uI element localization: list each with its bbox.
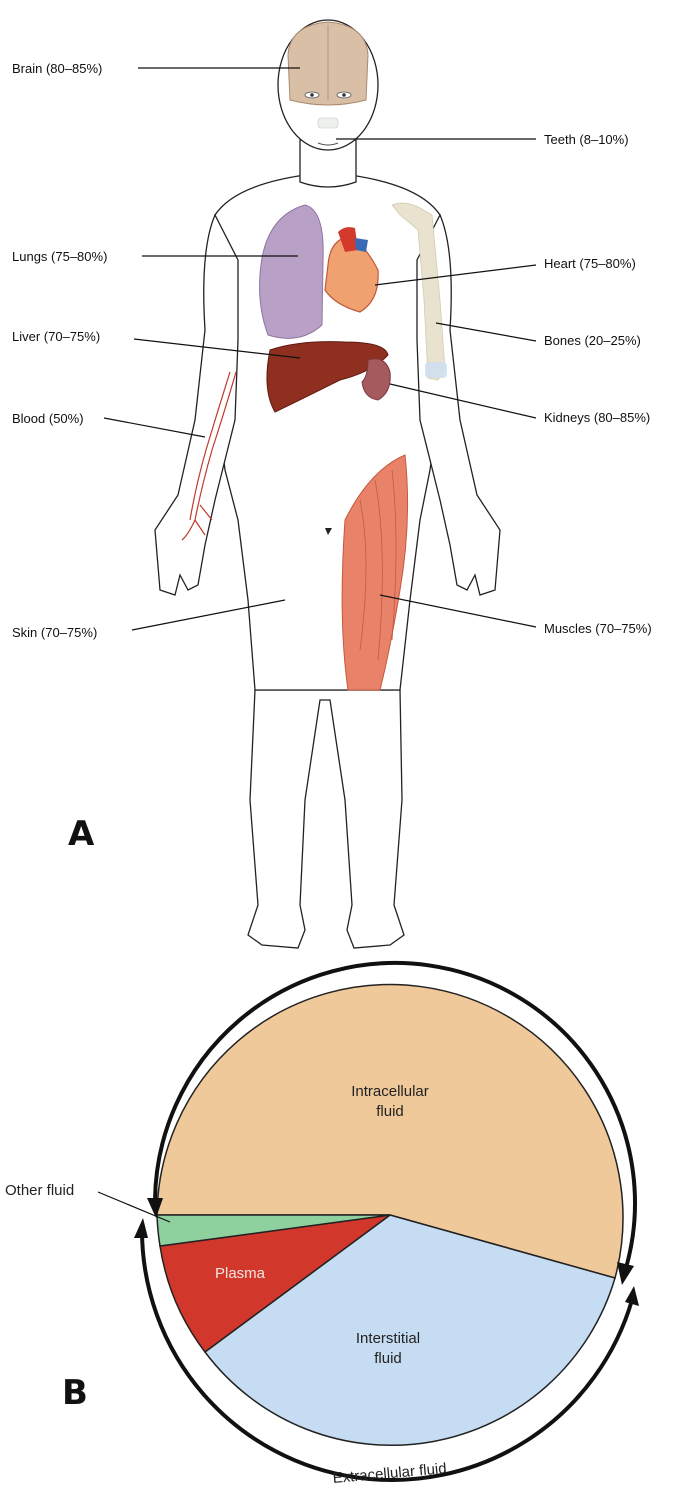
label-intracellular-2: fluid xyxy=(376,1103,404,1120)
label-extracellular: Extracellular fluid xyxy=(332,1460,447,1487)
label-lungs: Lungs (75–80%) xyxy=(12,249,107,264)
label-heart: Heart (75–80%) xyxy=(544,256,636,271)
label-skin-group: Skin (70–75%) xyxy=(12,600,285,640)
panel-a-letter: A xyxy=(68,814,95,854)
label-teeth: Teeth (8–10%) xyxy=(544,132,629,147)
label-muscles-group: Muscles (70–75%) xyxy=(380,595,652,636)
label-interstitial-2: fluid xyxy=(374,1350,402,1367)
body-illustration xyxy=(155,20,500,948)
label-interstitial-1: Interstitial xyxy=(356,1330,420,1347)
label-bones: Bones (20–25%) xyxy=(544,333,641,348)
teeth-organ xyxy=(318,118,338,128)
label-muscles: Muscles (70–75%) xyxy=(544,621,652,636)
label-teeth-group: Teeth (8–10%) xyxy=(336,132,629,147)
label-blood-group: Blood (50%) xyxy=(12,411,205,437)
panel-b-letter: B xyxy=(62,1373,88,1413)
label-other-fluid: Other fluid xyxy=(5,1182,74,1199)
label-blood: Blood (50%) xyxy=(12,411,84,426)
label-brain: Brain (80–85%) xyxy=(12,61,102,76)
label-skin: Skin (70–75%) xyxy=(12,625,97,640)
label-brain-group: Brain (80–85%) xyxy=(12,61,300,76)
label-liver: Liver (70–75%) xyxy=(12,329,100,344)
fluid-pie xyxy=(157,985,623,1446)
label-plasma: Plasma xyxy=(215,1265,266,1282)
label-kidneys: Kidneys (80–85%) xyxy=(544,410,650,425)
label-intracellular-1: Intracellular xyxy=(351,1083,429,1100)
label-bones-group: Bones (20–25%) xyxy=(436,323,641,348)
label-other-fluid-group: Other fluid xyxy=(5,1182,170,1222)
